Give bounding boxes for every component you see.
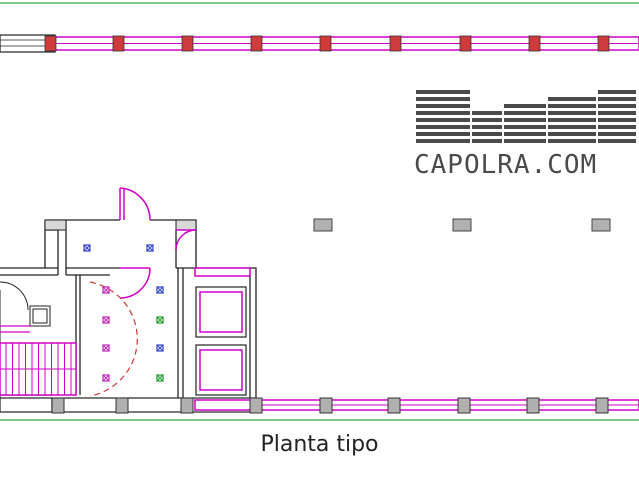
logo-bar <box>548 132 596 136</box>
fixture-dot <box>102 374 110 382</box>
ceiling-fixtures <box>83 244 164 382</box>
facade-column <box>528 35 541 52</box>
logo-bar <box>598 111 636 115</box>
logo-bar <box>416 132 470 136</box>
facade-column <box>389 35 402 52</box>
fixture-dot <box>83 244 91 252</box>
logo-bar <box>416 118 470 122</box>
facade-column <box>526 397 540 414</box>
logo-bar <box>598 104 636 108</box>
logo-bar <box>548 111 596 115</box>
capolra-logo-icon <box>416 90 636 143</box>
facade-column <box>44 35 57 52</box>
facade-column <box>457 397 471 414</box>
top-facade <box>0 34 639 53</box>
plan-caption: Planta tipo <box>260 432 379 457</box>
logo-bar <box>472 125 502 129</box>
logo-bar <box>548 139 596 143</box>
doors <box>0 187 197 398</box>
stair-treads <box>0 343 76 395</box>
logo-bar <box>598 139 636 143</box>
logo-bar <box>416 125 470 129</box>
facade-column <box>250 35 263 52</box>
logo-bar <box>504 125 546 129</box>
fixture-dot <box>156 374 164 382</box>
logo-bar <box>504 139 546 143</box>
logo-bar <box>472 132 502 136</box>
fixture-dot <box>146 244 154 252</box>
facade-column <box>51 397 65 414</box>
logo-bar <box>416 97 470 101</box>
logo-bar <box>416 139 470 143</box>
logo-bar <box>598 97 636 101</box>
fixture-dot <box>102 286 110 294</box>
fixture-dot <box>102 344 110 352</box>
interior-columns <box>313 218 611 232</box>
elevator-shafts <box>194 267 251 396</box>
facade-column <box>387 397 401 414</box>
fixture-dot <box>156 344 164 352</box>
logo-bar <box>548 125 596 129</box>
facade-column <box>319 35 332 52</box>
top-facade-columns <box>44 35 610 52</box>
facade-column <box>115 397 129 414</box>
logo-bar <box>472 118 502 122</box>
logo-bar <box>416 104 470 108</box>
fixture-dot <box>102 316 110 324</box>
logo-bar <box>504 111 546 115</box>
facade-column <box>597 35 610 52</box>
logo-bar <box>504 132 546 136</box>
logo-bar <box>548 118 596 122</box>
logo-bar <box>598 132 636 136</box>
logo-bar <box>504 104 546 108</box>
logo-bar <box>598 125 636 129</box>
logo-bar <box>598 90 636 94</box>
facade-column <box>112 35 125 52</box>
fixture-dot <box>156 316 164 324</box>
logo-bar <box>416 111 470 115</box>
logo-bar <box>472 111 502 115</box>
facade-column <box>319 397 333 414</box>
facade-column <box>181 35 194 52</box>
core-wall-blocks <box>29 219 197 327</box>
logo-bar <box>548 104 596 108</box>
logo-bar <box>598 118 636 122</box>
facade-column <box>180 397 194 414</box>
facade-column <box>459 35 472 52</box>
fixture-dot <box>156 286 164 294</box>
logo-bar <box>416 90 470 94</box>
logo-bar <box>504 118 546 122</box>
bottom-facade-columns <box>51 397 609 414</box>
logo-bar <box>472 139 502 143</box>
door-swing-arc <box>89 281 138 397</box>
logo-bar <box>548 97 596 101</box>
facade-column <box>249 397 263 414</box>
logo-wordmark: CAPOLRA.COM <box>414 150 598 180</box>
facade-column <box>595 397 609 414</box>
